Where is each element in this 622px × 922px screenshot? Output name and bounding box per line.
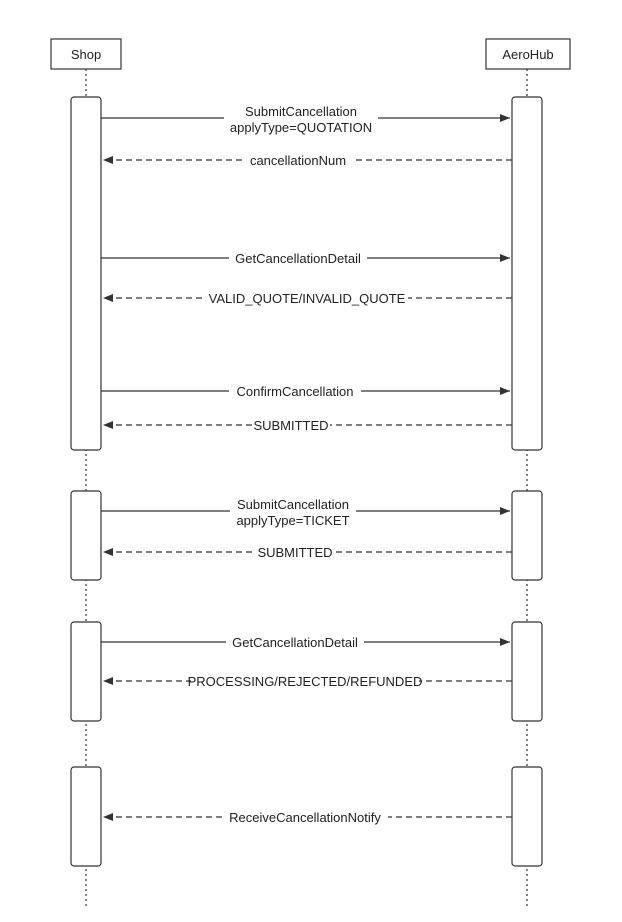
message-label: PROCESSING/REJECTED/REFUNDED (188, 674, 423, 689)
participant-aerohub: AeroHub (485, 38, 571, 70)
message-label: applyType=TICKET (236, 513, 349, 528)
message-valid-invalid-quote: VALID_QUOTE/INVALID_QUOTE (103, 290, 512, 307)
message-confirm-cancellation: ConfirmCancellation (101, 383, 510, 400)
message-get-cancellation-detail-1: GetCancellationDetail (101, 250, 510, 267)
message-label: SUBMITTED (257, 545, 332, 560)
message-get-cancellation-detail-2: GetCancellationDetail (101, 634, 510, 651)
message-cancellation-num: cancellationNum (103, 152, 512, 169)
activation-shop-1 (70, 96, 102, 451)
message-label: GetCancellationDetail (232, 635, 358, 650)
message-label: SUBMITTED (253, 418, 328, 433)
activation-aerohub-4 (511, 766, 543, 867)
message-processing-rejected-refunded: PROCESSING/REJECTED/REFUNDED (103, 673, 512, 690)
activation-shop-3 (70, 621, 102, 722)
message-label: GetCancellationDetail (235, 251, 361, 266)
message-label: ReceiveCancellationNotify (229, 810, 381, 825)
message-label: applyType=QUOTATION (230, 120, 372, 135)
message-label: SubmitCancellation (237, 497, 349, 512)
message-submitted-2: SUBMITTED (103, 544, 512, 561)
activation-aerohub-2 (511, 490, 543, 581)
message-submit-cancellation-ticket: SubmitCancellation applyType=TICKET (101, 495, 510, 529)
message-label: ConfirmCancellation (236, 384, 353, 399)
activation-shop-2 (70, 490, 102, 581)
participant-shop-label: Shop (71, 47, 101, 62)
message-submit-cancellation-quotation: SubmitCancellation applyType=QUOTATION (101, 102, 510, 136)
message-submitted-1: SUBMITTED (103, 417, 512, 434)
activation-aerohub-1 (511, 96, 543, 451)
message-receive-cancellation-notify: ReceiveCancellationNotify (103, 809, 512, 826)
activation-shop-4 (70, 766, 102, 867)
activation-aerohub-3 (511, 621, 543, 722)
message-label: SubmitCancellation (245, 104, 357, 119)
message-label: cancellationNum (250, 153, 346, 168)
participant-aerohub-label: AeroHub (502, 47, 553, 62)
message-label: VALID_QUOTE/INVALID_QUOTE (209, 291, 406, 306)
participant-shop: Shop (50, 38, 122, 70)
